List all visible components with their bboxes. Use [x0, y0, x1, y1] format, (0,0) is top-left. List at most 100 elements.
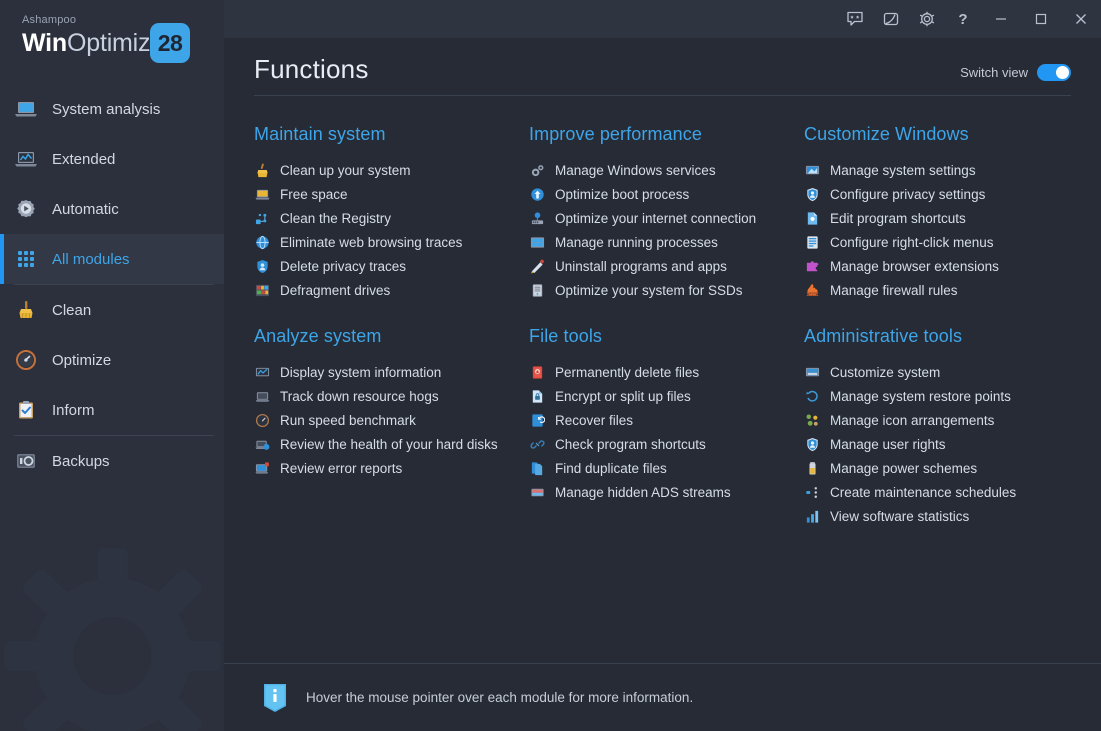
module-customize-system[interactable]: Customize system — [804, 360, 1061, 384]
module-free-space[interactable]: Free space — [254, 182, 519, 206]
module-configure-privacy-settings[interactable]: Configure privacy settings — [804, 182, 1061, 206]
sidebar-separator — [14, 284, 214, 285]
brand-name: WinOptimizer — [22, 28, 224, 58]
help-icon[interactable]: ? — [945, 0, 981, 38]
module-optimize-boot-process[interactable]: Optimize boot process — [529, 182, 794, 206]
module-check-program-shortcuts[interactable]: Check program shortcuts — [529, 432, 794, 456]
gear-icon[interactable] — [909, 0, 945, 38]
switch-view-toggle[interactable] — [1037, 64, 1071, 81]
minimize-button[interactable] — [981, 0, 1021, 38]
module-label: Manage icon arrangements — [830, 412, 995, 428]
sidebar-item-backups[interactable]: Backups — [0, 436, 224, 486]
module-label: Review the health of your hard disks — [280, 436, 498, 452]
module-find-duplicate-files[interactable]: Find duplicate files — [529, 456, 794, 480]
switch-view-label: Switch view — [960, 65, 1028, 80]
sidebar-item-automatic[interactable]: Automatic — [0, 184, 224, 234]
internet-icon — [529, 210, 545, 226]
module-clean-the-registry[interactable]: Clean the Registry — [254, 206, 519, 230]
sidebar-item-clean[interactable]: Clean — [0, 285, 224, 335]
module-label: Configure right-click menus — [830, 234, 994, 250]
gear-watermark — [4, 548, 221, 731]
icon-arrange-icon — [804, 412, 820, 428]
broken-link-icon — [529, 436, 545, 452]
module-manage-power-schemes[interactable]: Manage power schemes — [804, 456, 1061, 480]
sidebar-item-label: Inform — [52, 401, 95, 419]
grid-dots-icon — [14, 247, 38, 271]
statistics-icon — [804, 508, 820, 524]
module-manage-firewall-rules[interactable]: Manage firewall rules — [804, 278, 1061, 302]
clipboard-check-icon — [14, 398, 38, 422]
module-manage-windows-services[interactable]: Manage Windows services — [529, 158, 794, 182]
module-label: Manage firewall rules — [830, 282, 958, 298]
module-label: Clean the Registry — [280, 210, 392, 226]
play-gear-icon — [14, 197, 38, 221]
module-label: Permanently delete files — [555, 364, 700, 380]
module-manage-hidden-ads-streams[interactable]: Manage hidden ADS streams — [529, 480, 794, 504]
status-bar: Hover the mouse pointer over each module… — [224, 663, 1101, 731]
encrypt-icon — [529, 388, 545, 404]
sidebar-separator — [14, 435, 214, 436]
module-permanently-delete-files[interactable]: Permanently delete files — [529, 360, 794, 384]
sidebar-item-extended[interactable]: Extended — [0, 134, 224, 184]
restore-icon — [804, 388, 820, 404]
tweak-icon — [804, 364, 820, 380]
sidebar-item-system-analysis[interactable]: System analysis — [0, 84, 224, 134]
module-delete-privacy-traces[interactable]: Delete privacy traces — [254, 254, 519, 278]
module-encrypt-or-split-up-files[interactable]: Encrypt or split up files — [529, 384, 794, 408]
module-label: Optimize boot process — [555, 186, 690, 202]
battery-icon — [804, 460, 820, 476]
sidebar-item-optimize[interactable]: Optimize — [0, 335, 224, 385]
maximize-button[interactable] — [1021, 0, 1061, 38]
shredder-icon — [529, 364, 545, 380]
puzzle-icon — [804, 258, 820, 274]
module-manage-browser-extensions[interactable]: Manage browser extensions — [804, 254, 1061, 278]
module-uninstall-programs-and-apps[interactable]: Uninstall programs and apps — [529, 254, 794, 278]
module-manage-system-settings[interactable]: Manage system settings — [804, 158, 1061, 182]
module-label: Manage hidden ADS streams — [555, 484, 731, 500]
page-title: Functions — [254, 54, 369, 84]
module-optimize-your-internet-connection[interactable]: Optimize your internet connection — [529, 206, 794, 230]
info-icon — [262, 683, 288, 713]
sidebar-item-inform[interactable]: Inform — [0, 385, 224, 435]
sidebar-item-label: System analysis — [52, 100, 161, 118]
module-display-system-information[interactable]: Display system information — [254, 360, 519, 384]
module-label: Manage user rights — [830, 436, 946, 452]
module-track-down-resource-hogs[interactable]: Track down resource hogs — [254, 384, 519, 408]
resource-icon — [254, 388, 270, 404]
laptop-disk-icon — [254, 186, 270, 202]
sysinfo-icon — [254, 364, 270, 380]
module-label: Create maintenance schedules — [830, 484, 1017, 500]
module-defragment-drives[interactable]: Defragment drives — [254, 278, 519, 302]
module-label: Free space — [280, 186, 348, 202]
module-label: Check program shortcuts — [555, 436, 706, 452]
module-recover-files[interactable]: Recover files — [529, 408, 794, 432]
brand-logo: Ashampoo WinOptimizer 28 — [0, 0, 224, 78]
close-button[interactable] — [1061, 0, 1101, 38]
module-label: Clean up your system — [280, 162, 411, 178]
module-create-maintenance-schedules[interactable]: Create maintenance schedules — [804, 480, 1061, 504]
duplicate-icon — [529, 460, 545, 476]
module-view-software-statistics[interactable]: View software statistics — [804, 504, 1061, 528]
sidebar-nav: System analysis Extended Automatic All m… — [0, 84, 224, 486]
broom-icon — [254, 162, 270, 178]
module-optimize-your-system-for-ssds[interactable]: Optimize your system for SSDs — [529, 278, 794, 302]
module-edit-program-shortcuts[interactable]: Edit program shortcuts — [804, 206, 1061, 230]
status-hint: Hover the mouse pointer over each module… — [306, 690, 694, 705]
module-review-error-reports[interactable]: Review error reports — [254, 456, 519, 480]
processes-icon — [529, 234, 545, 250]
module-clean-up-your-system[interactable]: Clean up your system — [254, 158, 519, 182]
module-manage-icon-arrangements[interactable]: Manage icon arrangements — [804, 408, 1061, 432]
module-eliminate-web-browsing-traces[interactable]: Eliminate web browsing traces — [254, 230, 519, 254]
module-manage-running-processes[interactable]: Manage running processes — [529, 230, 794, 254]
module-manage-system-restore-points[interactable]: Manage system restore points — [804, 384, 1061, 408]
module-run-speed-benchmark[interactable]: Run speed benchmark — [254, 408, 519, 432]
switch-view-control[interactable]: Switch view — [960, 64, 1071, 85]
theme-icon[interactable] — [873, 0, 909, 38]
sidebar-item-all-modules[interactable]: All modules — [0, 234, 224, 284]
feedback-icon[interactable] — [837, 0, 873, 38]
module-manage-user-rights[interactable]: Manage user rights — [804, 432, 1061, 456]
modules-grid: Maintain system Clean up your system Fre… — [254, 124, 1071, 528]
module-review-the-health-of-your-hard-disks[interactable]: Review the health of your hard disks — [254, 432, 519, 456]
module-configure-right-click-menus[interactable]: Configure right-click menus — [804, 230, 1061, 254]
